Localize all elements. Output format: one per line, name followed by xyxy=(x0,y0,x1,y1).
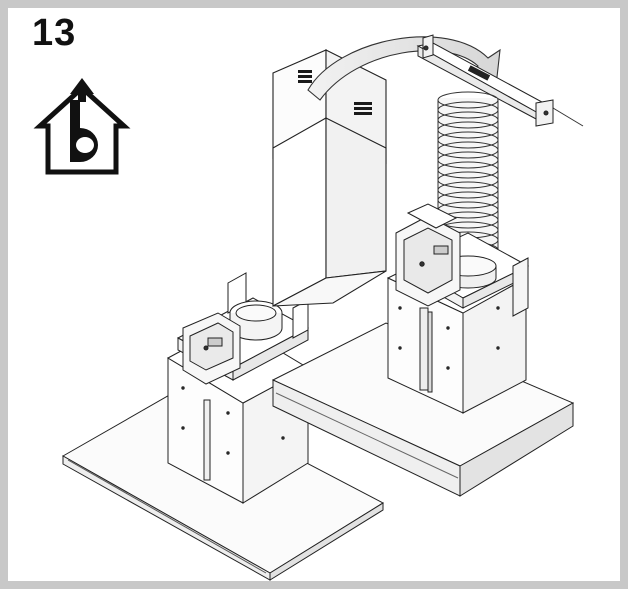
assembly-illustration xyxy=(61,34,584,581)
left-hood-motor-plate xyxy=(176,272,310,385)
house-ducting-icon xyxy=(32,76,132,176)
step-number: 13 xyxy=(32,12,77,54)
right-hood-motor-plate xyxy=(395,203,530,317)
curved-arrow xyxy=(307,36,501,101)
chimney-duct-cover xyxy=(272,49,387,307)
ceiling-bracket xyxy=(416,34,584,127)
